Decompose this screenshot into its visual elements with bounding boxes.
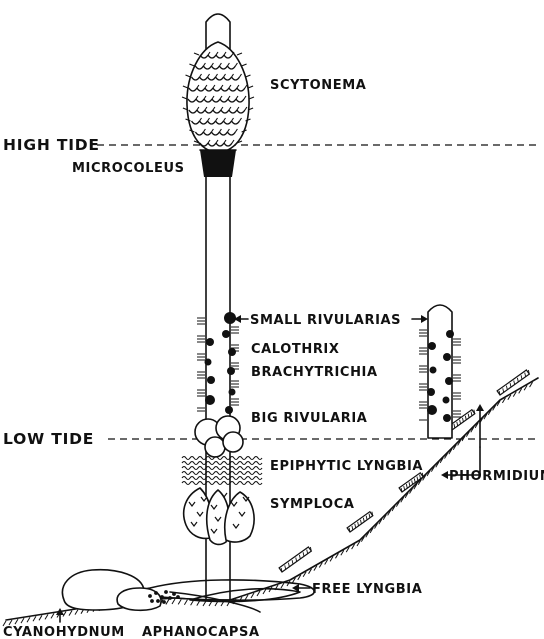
- aphanocapsa-dot: [172, 592, 176, 596]
- rivularia-dot: [443, 397, 450, 404]
- ground-hatch-mark: [178, 599, 181, 604]
- ground-hatch-mark: [281, 583, 284, 588]
- filament-bundle: [279, 547, 311, 572]
- cyanohydnum-colony: [62, 570, 161, 611]
- rivularia-dot: [205, 395, 215, 405]
- aphanocapsa-dot: [150, 599, 154, 603]
- ground-hatch-mark: [184, 600, 187, 605]
- rivularia-dot: [207, 376, 215, 384]
- scytonema-spine: [183, 86, 188, 88]
- rivularia-dot: [443, 414, 451, 422]
- aphanocapsa-dot: [160, 595, 164, 599]
- aphanocapsa-dot: [156, 599, 160, 603]
- label-calothrix: CALOTHRIX: [251, 342, 340, 357]
- ground-hatch-mark: [245, 595, 248, 600]
- ground-hatch-mark: [172, 599, 175, 604]
- rivularia-dot: [428, 342, 436, 350]
- ground-hatch-mark: [257, 591, 260, 596]
- rivularia-dot: [222, 330, 230, 338]
- label-big-rivularia: BIG RIVULARIA: [251, 411, 367, 426]
- scytonema-spine: [248, 86, 253, 88]
- label-low-tide: LOW TIDE: [3, 430, 94, 448]
- rivularia-dot: [446, 330, 454, 338]
- scytonema-spine: [189, 64, 194, 66]
- aphanocapsa-dot: [168, 596, 172, 600]
- aphanocapsa-dot: [154, 591, 158, 595]
- aphanocapsa-dot: [176, 595, 180, 599]
- symploca-tufts: [184, 488, 254, 544]
- rivularia-dot: [443, 353, 451, 361]
- aphanocapsa-dot: [164, 590, 168, 594]
- rivularia-dot: [427, 405, 437, 415]
- ground-hatch-mark: [51, 613, 54, 618]
- label-cyanohydnum: CYANOHYDNUM: [3, 625, 125, 639]
- rivularia-dot: [205, 359, 212, 366]
- scytonema-spine: [194, 53, 199, 55]
- rivularia-dot: [224, 312, 236, 324]
- label-aphanocapsa: APHANOCAPSA: [142, 625, 260, 639]
- label-free-lyngbia: FREE LYNGBIA: [312, 582, 422, 597]
- rivularia-dot: [206, 338, 214, 346]
- label-phormidium: PHORMIDIUM: [449, 469, 544, 484]
- microcoleus-band: [200, 150, 236, 177]
- label-scytonema: SCYTONEMA: [270, 78, 366, 93]
- scytonema-colony: [182, 42, 254, 153]
- aphanocapsa-dot: [148, 594, 152, 598]
- filament-bundle: [497, 370, 529, 395]
- ground-hatch-mark: [27, 617, 30, 622]
- rivularia-dot: [227, 367, 235, 375]
- aphanocapsa-dot: [162, 600, 166, 604]
- ground-hatch-mark: [21, 618, 24, 623]
- big-rivularia-colony: [195, 416, 243, 457]
- label-symploca: SYMPLOCA: [270, 497, 355, 512]
- ground-hatch-mark: [15, 619, 18, 624]
- secondary-post: [419, 305, 461, 438]
- rivularia-dot: [228, 348, 236, 356]
- scytonema-spine: [245, 75, 250, 77]
- scytonema-spine: [237, 53, 242, 55]
- label-high-tide: HIGH TIDE: [3, 136, 100, 154]
- label-brachytrichia: BRACHYTRICHIA: [251, 365, 378, 380]
- ground-hatch-mark: [63, 612, 66, 617]
- rivularia-dot: [427, 388, 435, 396]
- label-microcoleus: MICROCOLEUS: [72, 161, 185, 176]
- rivularia-dot: [430, 367, 437, 374]
- rivularia-dot: [445, 377, 453, 385]
- label-small-rivularias: SMALL RIVULARIAS: [250, 313, 401, 328]
- ground-hatch-mark: [75, 610, 78, 615]
- ground-hatch-mark: [33, 616, 36, 621]
- ground-hatch-mark: [166, 599, 169, 604]
- rivularia-dot: [229, 389, 236, 396]
- ground-hatch-mark: [45, 614, 48, 619]
- label-epiphytic-lyngbia: EPIPHYTIC LYNGBIA: [270, 459, 423, 474]
- ground-hatch-mark: [251, 593, 254, 598]
- ground-hatch-mark: [69, 611, 72, 616]
- scytonema-spine: [242, 64, 247, 66]
- ground-hatch-mark: [263, 589, 266, 594]
- scytonema-spine: [186, 75, 191, 77]
- ground-hatch-mark: [39, 615, 42, 620]
- rivularia-dot: [225, 406, 233, 414]
